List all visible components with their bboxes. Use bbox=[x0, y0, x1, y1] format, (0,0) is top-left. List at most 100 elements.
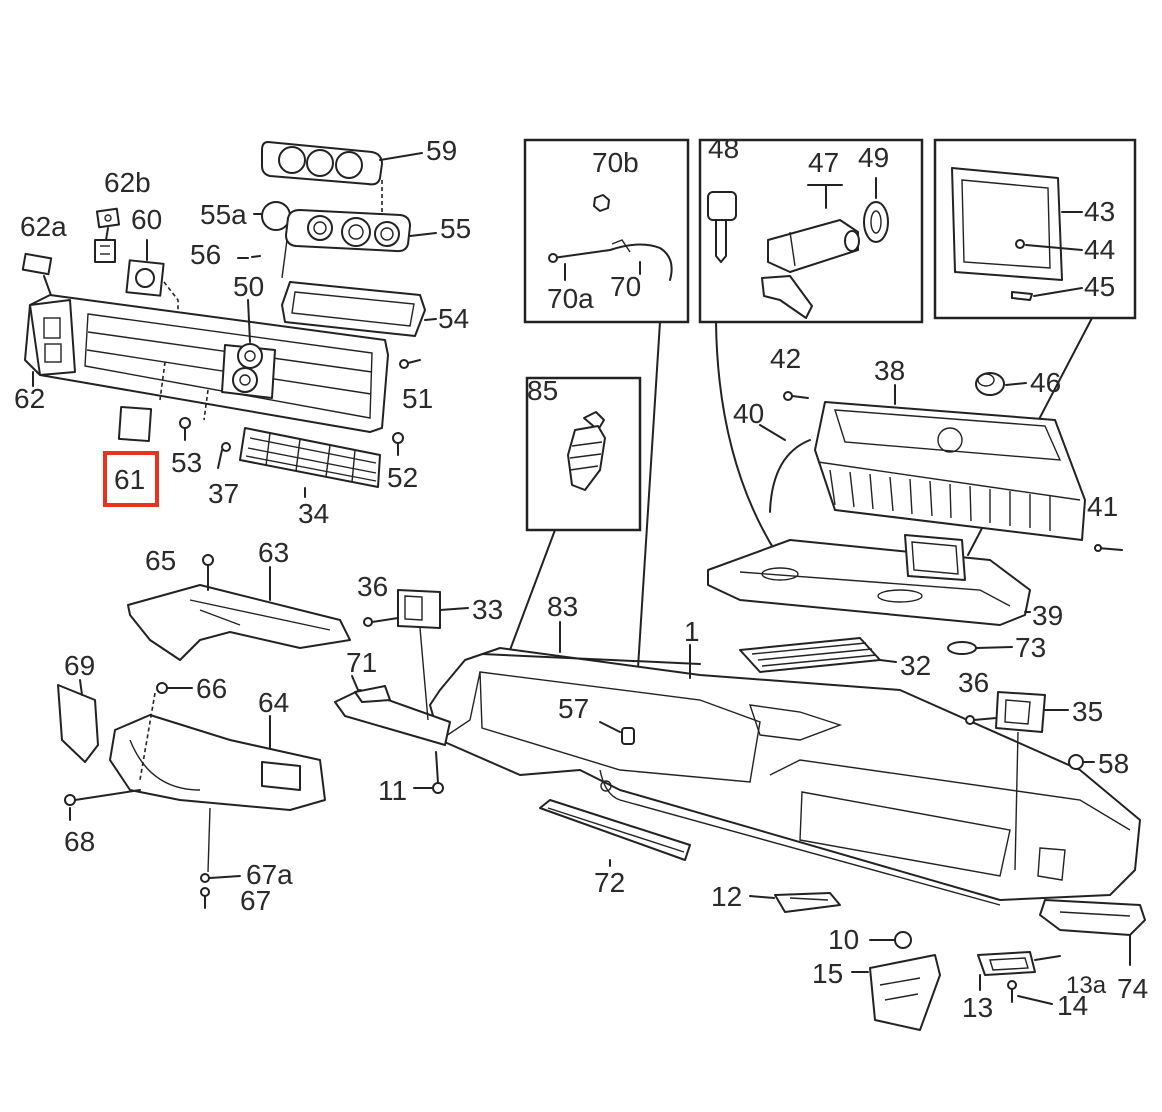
part-62a-cover bbox=[21, 252, 53, 299]
part-52-screw bbox=[392, 432, 404, 456]
part-39-tray bbox=[707, 534, 1031, 626]
callout-48: 48 bbox=[708, 133, 739, 164]
callout-85: 85 bbox=[527, 375, 558, 406]
part-61-cover bbox=[117, 405, 153, 443]
part-40-cable bbox=[759, 424, 811, 513]
callout-63: 63 bbox=[258, 537, 289, 568]
callout-52: 52 bbox=[387, 462, 418, 493]
part-55a-lens bbox=[253, 201, 291, 279]
callout-45: 45 bbox=[1084, 271, 1115, 302]
part-60-knob bbox=[125, 239, 179, 332]
part-72-strip bbox=[539, 799, 691, 867]
part-67-screws bbox=[200, 873, 241, 909]
callout-72: 72 bbox=[594, 867, 625, 898]
callout-51: 51 bbox=[402, 383, 433, 414]
callout-1: 1 bbox=[684, 616, 700, 647]
callout-70a: 70a bbox=[547, 283, 594, 314]
part-66-screw bbox=[139, 682, 193, 781]
part-36-screw-b bbox=[965, 715, 997, 725]
callout-10: 10 bbox=[828, 924, 859, 955]
part-42-screw bbox=[783, 391, 809, 401]
callout-57: 57 bbox=[558, 693, 589, 724]
callout-73: 73 bbox=[1015, 632, 1046, 663]
callout-61: 61 bbox=[114, 464, 145, 495]
part-83-strip bbox=[481, 621, 701, 665]
highlight-box-61 bbox=[103, 451, 159, 507]
callout-43: 43 bbox=[1084, 196, 1115, 227]
callout-59: 59 bbox=[426, 135, 457, 166]
part-68-screw bbox=[64, 789, 141, 821]
callout-32: 32 bbox=[900, 650, 931, 681]
part-35-switch bbox=[995, 691, 1069, 871]
part-55-gauge-unit bbox=[285, 209, 437, 253]
callout-42: 42 bbox=[770, 343, 801, 374]
part-46-cap bbox=[975, 372, 1027, 396]
callout-64: 64 bbox=[258, 687, 289, 718]
part-62b-clips bbox=[94, 207, 121, 263]
callouts: 59 62b 60 55a 55 62a 56 50 54 62 51 53 3… bbox=[14, 133, 1148, 1023]
part-41-screw bbox=[1094, 544, 1123, 552]
part-63-shroud bbox=[127, 566, 351, 661]
callout-70b: 70b bbox=[592, 147, 639, 178]
part-53-screw bbox=[179, 417, 191, 441]
callout-15: 15 bbox=[812, 958, 843, 989]
callout-13: 13 bbox=[962, 992, 993, 1023]
part-69-panel bbox=[57, 679, 99, 763]
part-71-bracket bbox=[334, 675, 451, 746]
callout-50: 50 bbox=[233, 271, 264, 302]
part-73-plug bbox=[947, 641, 1013, 655]
part-10-nut bbox=[869, 931, 912, 949]
part-1-dashboard bbox=[429, 644, 1141, 906]
part-56-clip bbox=[237, 255, 261, 259]
callout-74: 74 bbox=[1117, 973, 1148, 1004]
callout-65: 65 bbox=[145, 545, 176, 576]
part-15-bracket bbox=[851, 954, 941, 1031]
part-37-screw bbox=[217, 442, 231, 469]
callout-67: 67 bbox=[240, 885, 271, 916]
callout-49: 49 bbox=[858, 142, 889, 173]
callout-35: 35 bbox=[1072, 696, 1103, 727]
part-59-gauge-bezel bbox=[261, 141, 423, 214]
callout-60: 60 bbox=[131, 204, 162, 235]
callout-56: 56 bbox=[190, 239, 221, 270]
callout-14: 14 bbox=[1057, 990, 1088, 1021]
callout-38: 38 bbox=[874, 355, 905, 386]
callout-41: 41 bbox=[1087, 491, 1118, 522]
callout-12: 12 bbox=[711, 881, 742, 912]
callout-44: 44 bbox=[1084, 234, 1115, 265]
callout-36-b: 36 bbox=[958, 667, 989, 698]
callout-40: 40 bbox=[733, 398, 764, 429]
part-62-50-panel-frame bbox=[24, 294, 389, 433]
part-51-screw bbox=[399, 359, 421, 369]
part-36-screw-a bbox=[363, 617, 399, 627]
part-65-screw bbox=[202, 554, 214, 591]
part-32-grille bbox=[739, 637, 897, 673]
part-74-end-trim bbox=[1039, 899, 1146, 966]
part-54-tray bbox=[281, 281, 437, 337]
callout-58: 58 bbox=[1098, 748, 1129, 779]
callout-47: 47 bbox=[808, 147, 839, 178]
part-13-clip bbox=[977, 951, 1061, 991]
callout-13a: 13a bbox=[1066, 972, 1107, 999]
part-57-clip bbox=[599, 721, 635, 745]
callout-36-a: 36 bbox=[357, 571, 388, 602]
callout-54: 54 bbox=[438, 303, 469, 334]
callout-71: 71 bbox=[346, 647, 377, 678]
detail-box-85-bulb bbox=[509, 376, 642, 651]
callout-67a: 67a bbox=[246, 859, 293, 890]
callout-62b: 62b bbox=[104, 167, 151, 198]
callout-11: 11 bbox=[378, 775, 407, 806]
callout-83: 83 bbox=[547, 591, 578, 622]
part-33-switch bbox=[397, 589, 469, 721]
callout-34: 34 bbox=[298, 498, 329, 529]
callout-62: 62 bbox=[14, 383, 45, 414]
callout-46: 46 bbox=[1030, 367, 1061, 398]
part-12-clip bbox=[749, 892, 841, 913]
callout-55a: 55a bbox=[200, 199, 247, 230]
part-64-column-cover bbox=[109, 714, 326, 873]
detail-box-43-frame bbox=[933, 138, 1137, 556]
callout-37: 37 bbox=[208, 478, 239, 509]
part-14-screw bbox=[1007, 980, 1053, 1005]
callout-39: 39 bbox=[1032, 600, 1063, 631]
